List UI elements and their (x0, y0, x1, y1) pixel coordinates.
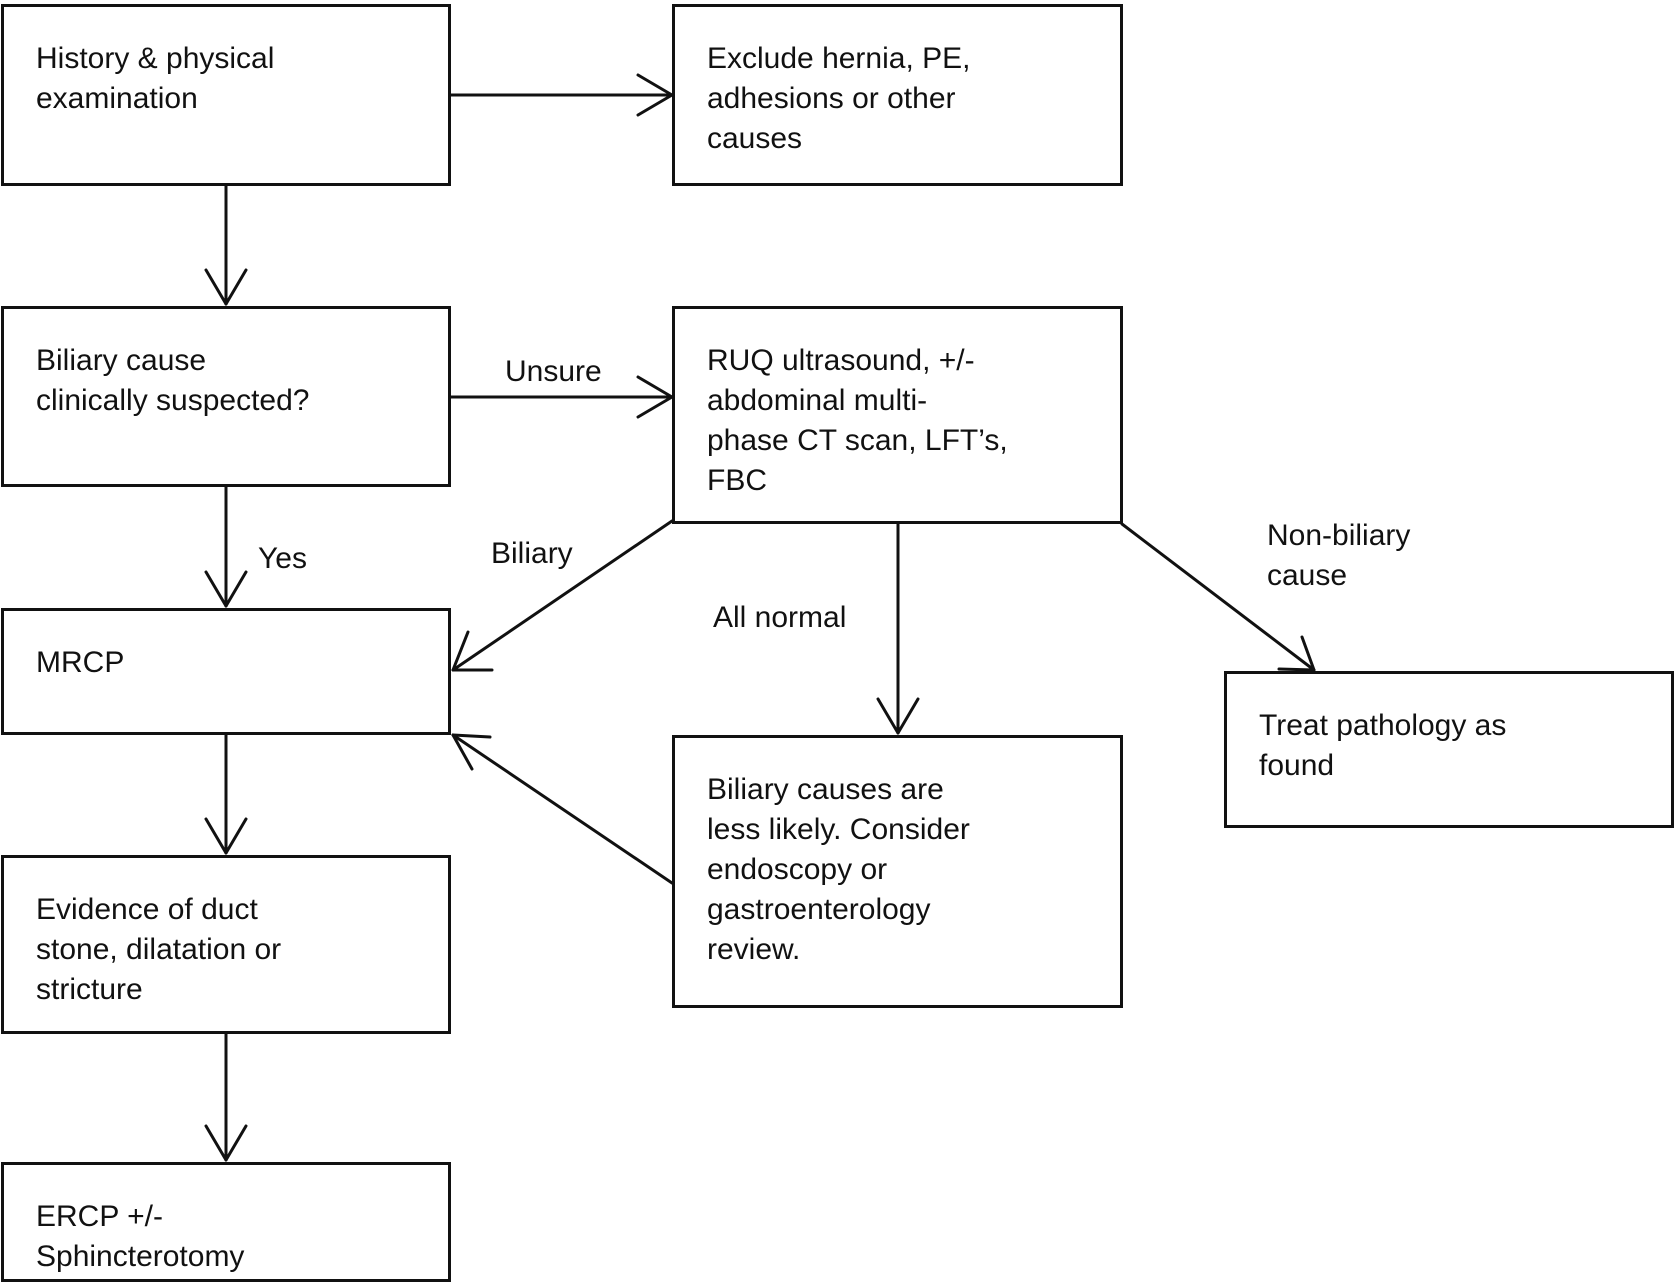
less-likely-text: Biliary causes are less likely. Consider… (707, 773, 970, 966)
arrow-less-likely-to-mrcp (451, 733, 674, 885)
biliary-suspected-box: Biliary cause clinically suspected? (1, 306, 451, 487)
label-all-normal: All normal (713, 601, 847, 634)
ruq-box: RUQ ultrasound, +/- abdominal multi- pha… (672, 306, 1123, 524)
arrowhead-less-likely-to-mrcp (451, 733, 492, 771)
treat-text: Treat pathology as found (1259, 709, 1507, 782)
arrow-ruq-to-treat (1120, 522, 1316, 672)
exclude-box: Exclude hernia, PE, adhesions or other c… (672, 4, 1123, 186)
label-biliary: Biliary (491, 537, 573, 570)
evidence-box: Evidence of duct stone, dilatation or st… (1, 855, 451, 1034)
ercp-box: ERCP +/- Sphincterotomy (1, 1162, 451, 1282)
history-text: History & physical examination (36, 42, 275, 115)
treat-box: Treat pathology as found (1224, 671, 1674, 828)
arrowhead-ruq-to-treat (1277, 635, 1316, 672)
history-box: History & physical examination (1, 4, 451, 186)
exclude-text: Exclude hernia, PE, adhesions or other c… (707, 42, 971, 155)
arrowhead-mrcp-to-evidence (204, 817, 248, 855)
mrcp-box: MRCP (1, 608, 451, 735)
ruq-text: RUQ ultrasound, +/- abdominal multi- pha… (707, 344, 1008, 497)
arrowhead-history-to-suspected (204, 268, 248, 306)
arrow-ruq-to-mrcp (451, 519, 674, 672)
label-yes: Yes (258, 542, 307, 575)
ercp-text: ERCP +/- Sphincterotomy (36, 1200, 245, 1273)
arrowhead-evidence-to-ercp (204, 1124, 248, 1162)
mrcp-text: MRCP (36, 646, 125, 679)
arrowhead-ruq-to-less-likely (876, 697, 920, 735)
label-unsure: Unsure (505, 355, 602, 388)
arrowhead-ruq-to-mrcp (451, 630, 494, 672)
arrowhead-suspected-to-mrcp (204, 570, 248, 608)
biliary-suspected-text: Biliary cause clinically suspected? (36, 344, 310, 417)
label-non-biliary: Non-biliary cause (1267, 519, 1411, 592)
evidence-text: Evidence of duct stone, dilatation or st… (36, 893, 282, 1006)
less-likely-box: Biliary causes are less likely. Consider… (672, 735, 1123, 1008)
